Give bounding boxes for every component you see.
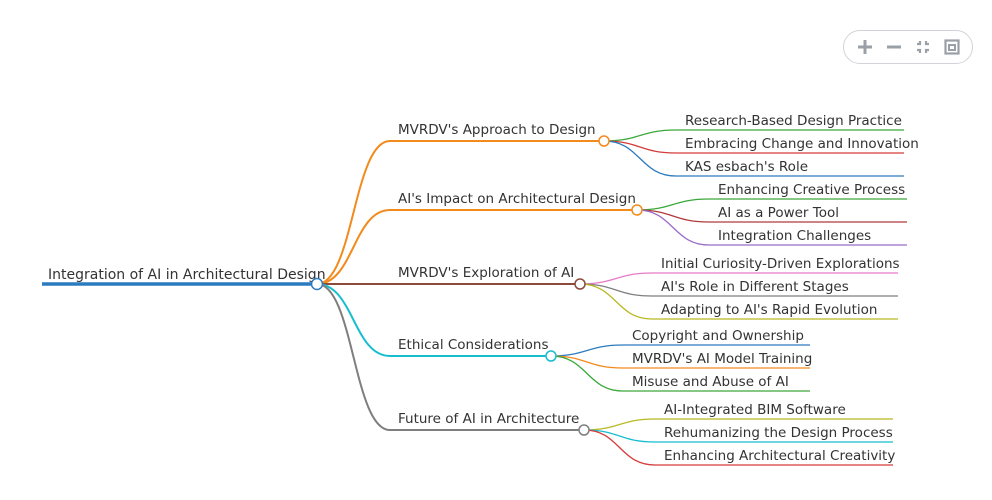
leaf-node-label[interactable]: Integration Challenges bbox=[718, 228, 871, 244]
root-collapse-toggle[interactable] bbox=[310, 277, 324, 291]
leaf-link bbox=[583, 429, 656, 466]
leaf-node-label[interactable]: Research-Based Design Practice bbox=[685, 113, 902, 129]
collapse-icon bbox=[916, 41, 929, 53]
branch-node-label[interactable]: MVRDV's Approach to Design bbox=[398, 122, 596, 138]
reset-view-button[interactable] bbox=[941, 36, 963, 58]
view-toolbar bbox=[843, 30, 973, 64]
leaf-node-label[interactable]: MVRDV's AI Model Training bbox=[632, 351, 812, 367]
leaf-node-label[interactable]: Embracing Change and Innovation bbox=[685, 136, 919, 152]
leaf-link bbox=[550, 344, 624, 357]
leaf-node-label[interactable]: Enhancing Creative Process bbox=[718, 182, 905, 198]
leaf-link bbox=[579, 272, 653, 285]
leaf-link bbox=[603, 140, 677, 154]
leaf-node-label[interactable]: Enhancing Architectural Creativity bbox=[664, 448, 895, 464]
leaf-node-label[interactable]: Misuse and Abuse of AI bbox=[632, 374, 789, 390]
branch-node-label[interactable]: AI's Impact on Architectural Design bbox=[398, 191, 636, 207]
plus-icon bbox=[857, 40, 872, 54]
branch-node-label[interactable]: MVRDV's Exploration of AI bbox=[398, 265, 574, 281]
leaf-link bbox=[579, 283, 653, 320]
collapse-toggle[interactable] bbox=[545, 350, 557, 362]
branch-link bbox=[316, 140, 391, 285]
leaf-link bbox=[636, 198, 710, 211]
fit-view-button[interactable] bbox=[912, 36, 934, 58]
leaf-node-label[interactable]: AI as a Power Tool bbox=[718, 205, 839, 221]
branch-link bbox=[316, 209, 391, 285]
collapse-toggle[interactable] bbox=[578, 424, 590, 436]
leaf-node-label[interactable]: Adapting to AI's Rapid Evolution bbox=[661, 302, 877, 318]
leaf-node-label[interactable]: Initial Curiosity-Driven Explorations bbox=[661, 256, 900, 272]
zoom-in-button[interactable] bbox=[854, 36, 876, 58]
leaf-node-label[interactable]: Copyright and Ownership bbox=[632, 328, 804, 344]
leaf-node-label[interactable]: AI's Role in Different Stages bbox=[661, 279, 849, 295]
collapse-toggle[interactable] bbox=[598, 135, 610, 147]
nodes: Research-Based Design PracticeEmbracing … bbox=[48, 113, 919, 464]
leaf-link bbox=[583, 429, 656, 443]
branch-node-label[interactable]: Future of AI in Architecture bbox=[398, 411, 579, 427]
leaf-link bbox=[583, 418, 656, 431]
collapse-toggle[interactable] bbox=[631, 204, 643, 216]
collapse-toggle[interactable] bbox=[574, 278, 586, 290]
leaf-link bbox=[603, 140, 677, 177]
leaf-node-label[interactable]: Rehumanizing the Design Process bbox=[664, 425, 893, 441]
leaf-link bbox=[550, 355, 624, 392]
leaf-node-label[interactable]: AI-Integrated BIM Software bbox=[664, 402, 846, 418]
leaf-link bbox=[550, 355, 624, 369]
minus-icon bbox=[886, 45, 901, 49]
branch-link bbox=[316, 283, 391, 431]
frame-icon bbox=[943, 39, 960, 55]
branch-node-label[interactable]: Ethical Considerations bbox=[398, 337, 548, 353]
leaf-link bbox=[636, 209, 710, 223]
zoom-out-button[interactable] bbox=[883, 36, 905, 58]
links bbox=[42, 129, 907, 466]
leaf-node-label[interactable]: KAS esbach's Role bbox=[685, 159, 808, 175]
leaf-link bbox=[579, 283, 653, 297]
branch-link bbox=[316, 283, 391, 357]
leaf-link bbox=[603, 129, 677, 142]
leaf-link bbox=[636, 209, 710, 246]
root-node-label[interactable]: Integration of AI in Architectural Desig… bbox=[48, 267, 326, 283]
